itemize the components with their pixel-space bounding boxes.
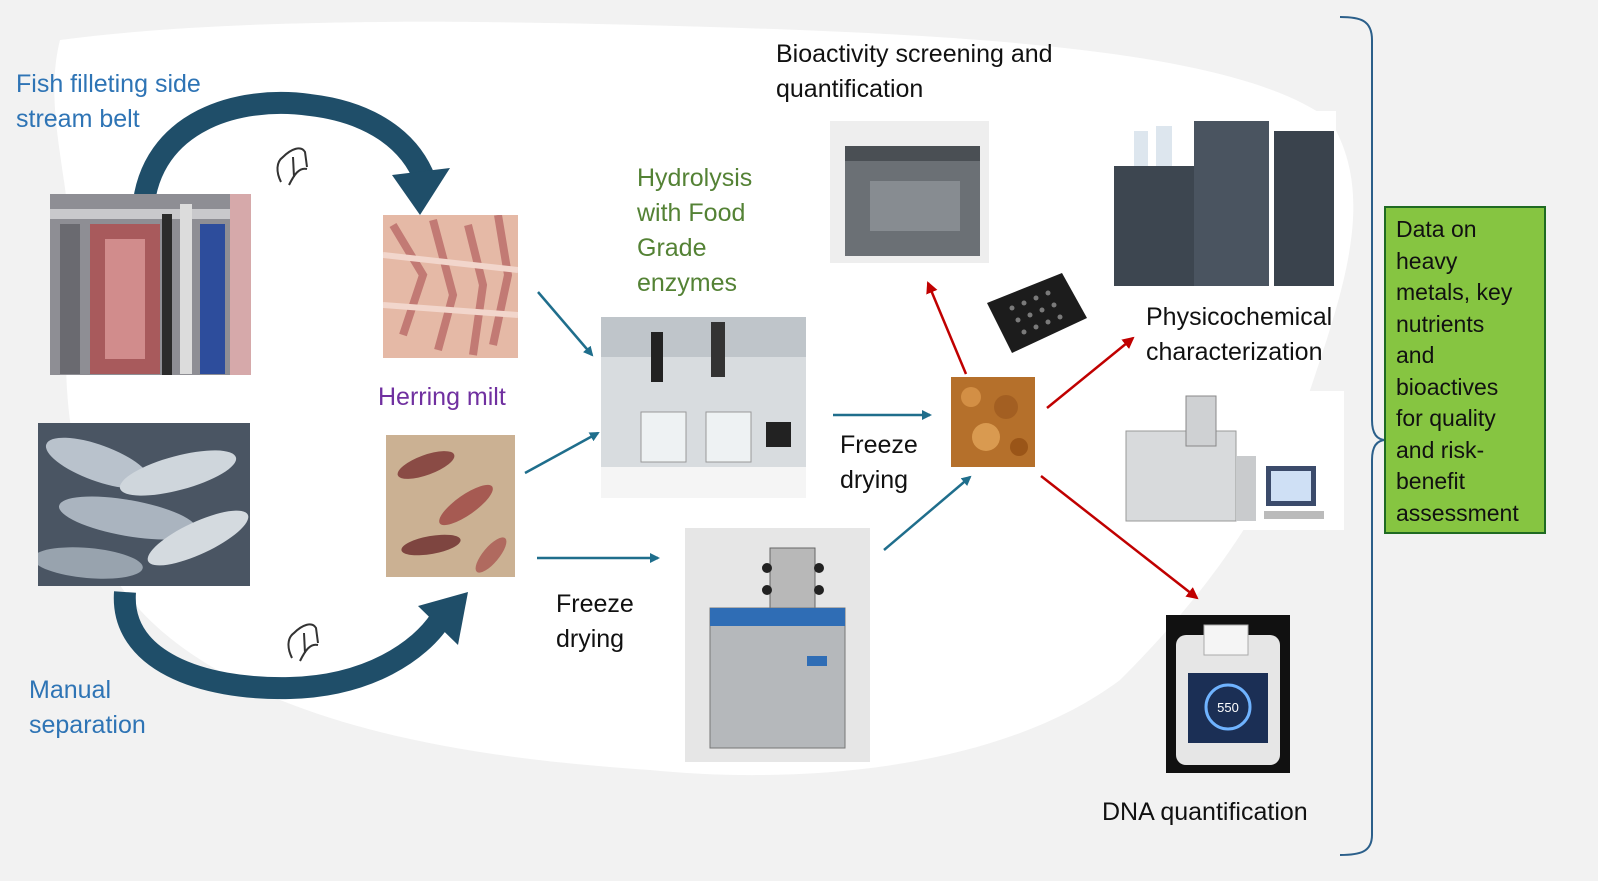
- label-physicochemical: Physicochemical characterization: [1146, 303, 1333, 366]
- curved-arrow-top: [132, 91, 436, 212]
- arrow-milt-bottom-to-hydrolysis: [524, 431, 600, 475]
- arrow-freezedryer-to-powder: [883, 475, 972, 551]
- freeze-dryer-photo: [685, 528, 870, 762]
- herring-milt-top-photo: [383, 215, 518, 358]
- qubit-fluorometer-photo: 550: [1166, 615, 1290, 773]
- label-freeze-drying-top: Freeze drying: [840, 431, 918, 494]
- herring-milt-bottom-photo: [386, 435, 515, 577]
- right-bracket: [1339, 16, 1387, 856]
- hplc-system-photo: [1104, 111, 1336, 293]
- fish-filleting-belt-photo: [50, 194, 251, 375]
- hand-icon: [261, 127, 324, 195]
- whole-fish-photo: [38, 423, 250, 586]
- label-fish-filleting: Fish filleting side stream belt: [16, 70, 201, 133]
- hand-icon: [272, 600, 335, 670]
- powder-photo: [951, 377, 1035, 467]
- label-dna-quantification: DNA quantification: [1102, 798, 1308, 826]
- gc-system-photo: [1116, 391, 1344, 530]
- qubit-screen-value: 550: [1217, 700, 1239, 715]
- label-herring-milt: Herring milt: [378, 383, 506, 411]
- label-manual-separation: Manual separation: [29, 676, 146, 739]
- curved-arrow-bottom: [113, 591, 450, 700]
- label-freeze-drying-bottom: Freeze drying: [556, 590, 634, 653]
- arrow-powder-to-bioactivity: [926, 281, 968, 375]
- arrow-powder-to-dna: [1040, 475, 1199, 600]
- arrow-powder-to-physicochemical: [1046, 336, 1135, 409]
- microplate-photo: [982, 273, 1089, 355]
- data-summary-box: Data on heavy metals, key nutrients and …: [1384, 206, 1546, 534]
- arrow-milt-top-to-hydrolysis: [537, 291, 594, 357]
- label-hydrolysis: Hydrolysis with Food Grade enzymes: [637, 164, 753, 297]
- curved-arrow-bottom-head: [418, 592, 468, 645]
- hydrolysis-reactor-photo: [601, 317, 806, 498]
- label-bioactivity: Bioactivity screening and quantification: [776, 40, 1053, 103]
- curved-arrow-top-head: [392, 168, 450, 215]
- plate-reader-photo: [830, 121, 989, 263]
